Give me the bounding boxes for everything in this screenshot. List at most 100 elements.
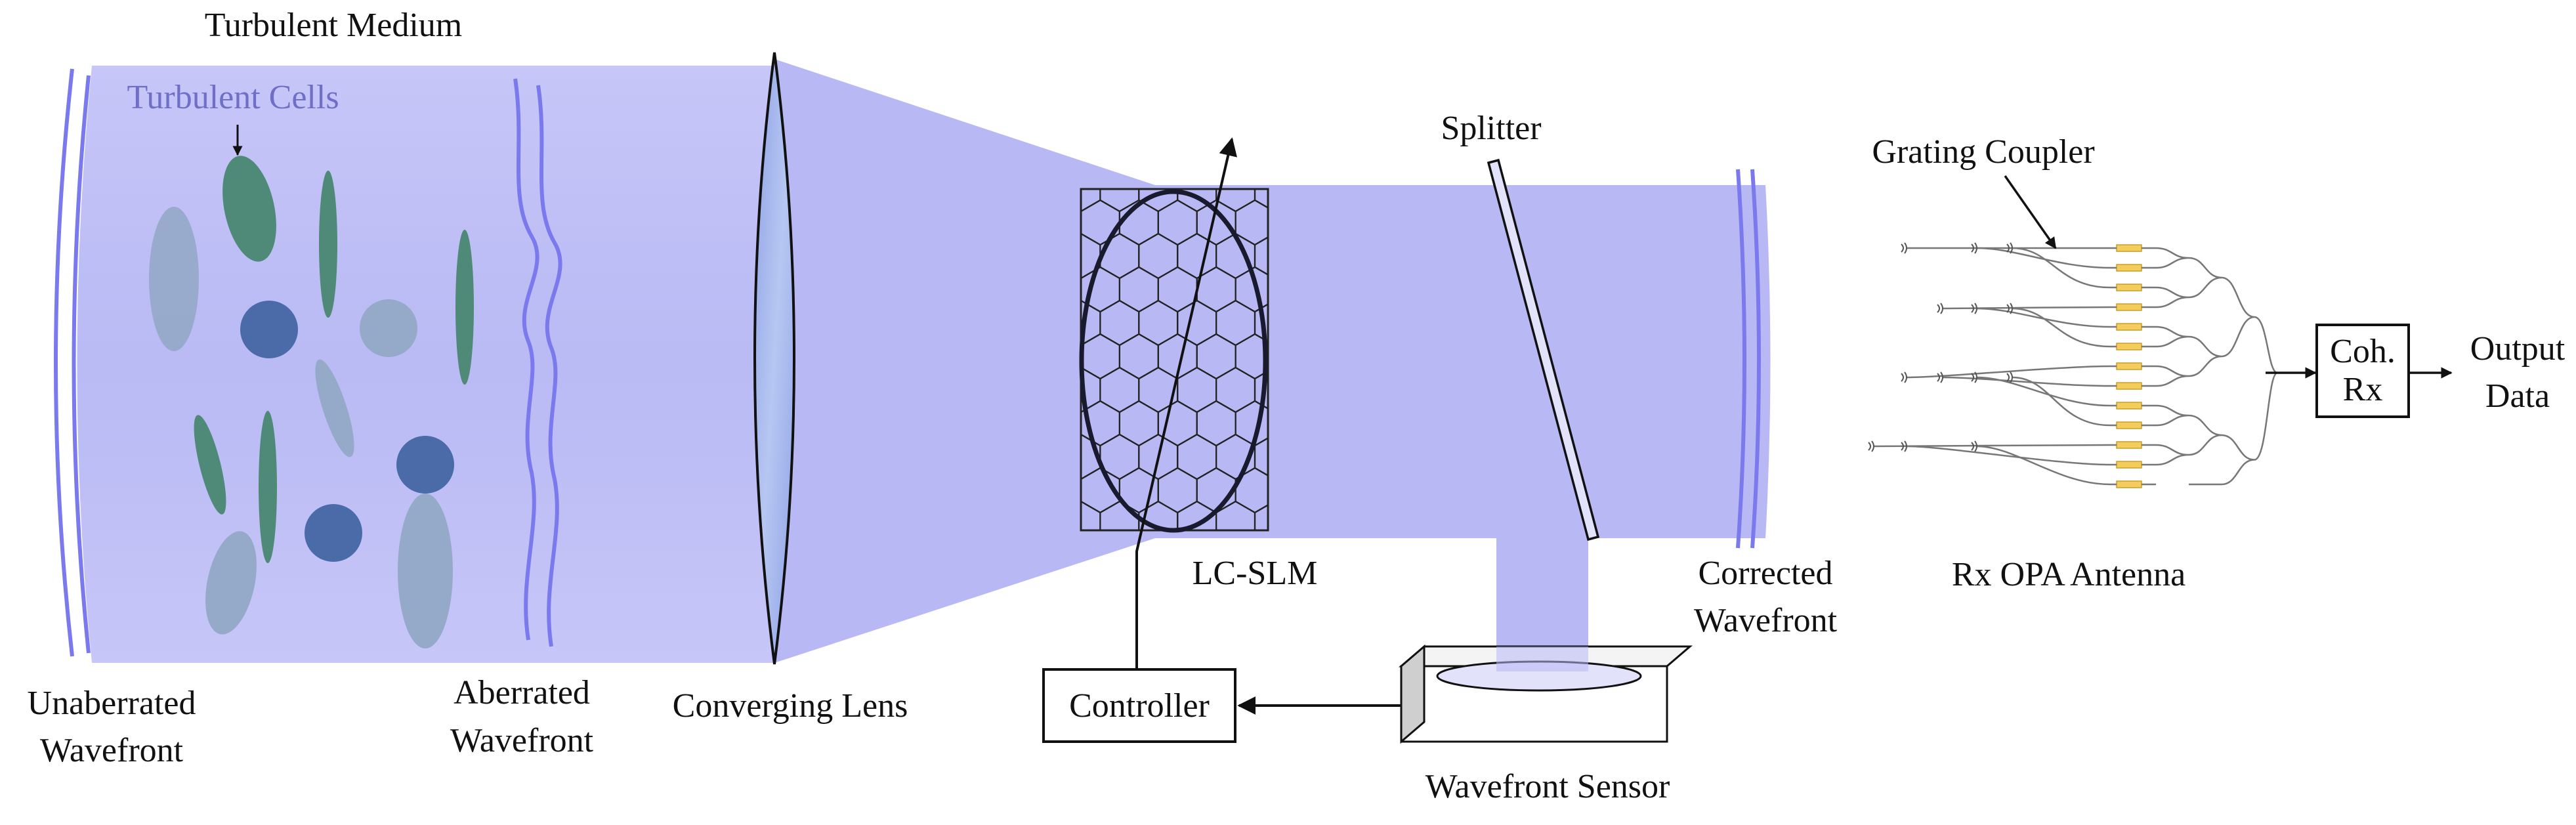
label-lc-slm: LC-SLM <box>1193 555 1318 592</box>
grating-coupler-icon <box>1868 440 1874 452</box>
slm-pixel <box>1254 236 1268 276</box>
combiner <box>2155 404 2189 427</box>
label-unaberrated-line2: Wavefront <box>40 732 184 769</box>
waveguide <box>2012 376 2111 427</box>
controller-box <box>1042 668 1236 743</box>
unaberrated-wavefront-lines <box>54 68 91 657</box>
phase-shifter <box>2116 421 2142 429</box>
aberrated-wavefront-lines <box>513 78 562 647</box>
sensor-side <box>1400 644 1425 744</box>
label-wavefront-sensor: Wavefront Sensor <box>1425 768 1670 805</box>
label-aberrated-line1: Aberrated <box>454 674 590 711</box>
grating-coupler-icon <box>1971 440 1977 452</box>
coh-rx-box <box>2315 324 2410 418</box>
corrected-wavefront-lines <box>1736 169 1761 549</box>
waveguide <box>2012 247 2111 289</box>
grating-coupler-icon <box>2006 371 2013 383</box>
beam-collimated-section <box>1155 185 1765 538</box>
beam-splitter <box>1487 158 1600 541</box>
waveguide <box>1976 307 2111 328</box>
cell-pale-2 <box>360 299 417 357</box>
waveguide <box>1906 445 2111 466</box>
turbulent-cells <box>149 156 474 648</box>
combiner <box>2188 335 2222 377</box>
phase-shifter <box>2116 461 2142 469</box>
grating-coupler-icon <box>2006 303 2013 314</box>
grating-coupler-icon <box>1971 242 1977 254</box>
phase-shifter <box>2116 362 2142 370</box>
rx-opa-antenna <box>1868 242 2278 488</box>
cell-pale-5 <box>398 494 453 648</box>
label-output-line2: Data <box>2485 377 2550 415</box>
combiner <box>2155 365 2189 387</box>
lc-slm <box>1079 188 1269 533</box>
grating-coupler-icon <box>1901 440 1907 452</box>
combiner <box>2188 414 2222 456</box>
phase-shifter <box>2116 303 2142 311</box>
combiner <box>2188 257 2222 299</box>
grating-coupler-icon <box>1971 371 1977 383</box>
lc-slm-aperture <box>1079 189 1268 533</box>
phase-shifter <box>2116 480 2142 488</box>
label-unaberrated-line1: Unaberrated <box>28 685 196 722</box>
label-aberrated-line2: Wavefront <box>450 722 594 759</box>
waveguide <box>1976 376 2111 407</box>
wavefront-sensor <box>1398 644 1693 744</box>
phase-shifter <box>2116 323 2142 331</box>
cell-pale-1 <box>149 207 199 351</box>
combiner <box>2155 286 2189 308</box>
coh-rx-label-line2: Rx <box>2343 371 2383 408</box>
combiner <box>2155 444 2189 466</box>
label-grating-coupler: Grating Coupler <box>1872 133 2094 171</box>
cell-blue-3 <box>305 504 362 562</box>
phase-shifter <box>2116 441 2142 449</box>
cell-pale-3 <box>315 359 354 457</box>
label-turbulent-medium: Turbulent Medium <box>205 7 462 44</box>
cell-pale-4 <box>205 531 257 635</box>
combiner <box>2155 247 2189 269</box>
waveguide <box>1976 445 2111 486</box>
grating-coupler-icon <box>1971 303 1977 314</box>
cell-green-4 <box>194 415 226 515</box>
beam-converging-section <box>774 59 1155 663</box>
cell-blue-2 <box>396 436 454 494</box>
cell-green-1 <box>222 156 276 262</box>
phase-shifter <box>2116 402 2142 410</box>
waveguide <box>1906 365 2111 379</box>
grating-coupler-icon <box>1937 371 1943 383</box>
cell-green-2 <box>319 171 337 318</box>
grating-coupler-icon <box>2006 242 2013 254</box>
controller-label: Controller <box>1069 687 1210 725</box>
label-splitter: Splitter <box>1441 110 1541 147</box>
phase-shifter <box>2116 244 2142 252</box>
label-turbulent-cells: Turbulent Cells <box>127 79 339 116</box>
label-output-line1: Output <box>2470 330 2565 368</box>
phase-shifter <box>2116 264 2142 272</box>
waveguide <box>1873 444 2111 448</box>
slm-pixel <box>1254 303 1268 343</box>
label-converging-lens: Converging Lens <box>673 687 908 725</box>
grating-coupler-icon <box>1901 371 1907 383</box>
waveguide <box>1942 306 2111 310</box>
slm-pixel <box>1254 504 1268 530</box>
coh-rx-label-line1: Coh. <box>2330 333 2396 370</box>
label-corrected-line2: Wavefront <box>1694 602 1838 639</box>
cell-green-3 <box>455 230 474 385</box>
phase-shifter <box>2116 382 2142 390</box>
label-rx-opa-antenna: Rx OPA Antenna <box>1952 556 2185 593</box>
waveguide <box>2012 307 2111 348</box>
grating-coupler-pointer <box>2004 175 2057 249</box>
converging-lens <box>753 52 795 665</box>
label-corrected-line1: Corrected <box>1698 555 1832 592</box>
cell-green-5 <box>259 411 277 563</box>
slm-pixel <box>1254 370 1268 410</box>
phase-shifter <box>2116 343 2142 350</box>
waveguide <box>1942 376 2111 387</box>
phase-shifter <box>2116 284 2142 291</box>
waveguide <box>1976 247 2111 269</box>
grating-coupler-icon <box>1937 303 1943 314</box>
combiner <box>2155 326 2189 348</box>
grating-coupler-icon <box>1901 242 1907 254</box>
cell-blue-1 <box>240 301 298 358</box>
